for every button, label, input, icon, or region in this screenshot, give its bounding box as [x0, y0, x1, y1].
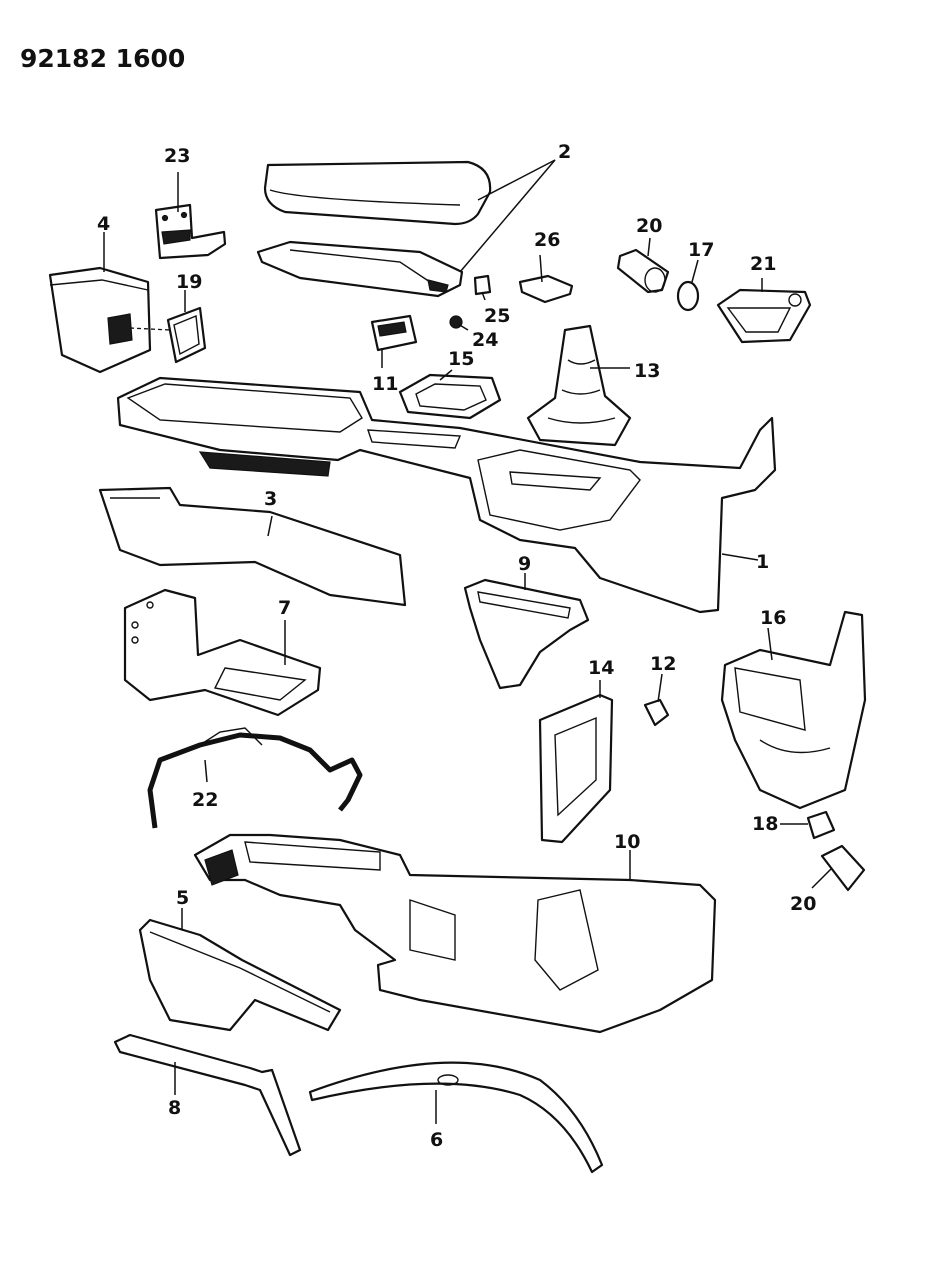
part-nut-24: [449, 315, 463, 329]
part-storage-bin: [48, 266, 171, 374]
callout-14: 14: [588, 657, 614, 679]
callout-22: 22: [192, 789, 218, 811]
callout-2: 2: [558, 141, 571, 163]
part-boot-ring: [398, 373, 502, 420]
part-lower-plug: [820, 844, 866, 892]
part-curved-molding: [308, 1061, 604, 1174]
part-ash-tray: [716, 288, 812, 344]
callout-6: 6: [430, 1129, 443, 1151]
callout-labels: 1 2 3 4 5 6 7 8 9 10 11 12 13 14 15 16 1…: [97, 141, 816, 1151]
part-console-base: [193, 833, 717, 1034]
callout-26: 26: [534, 229, 560, 251]
callout-13: 13: [634, 360, 660, 382]
callout-10: 10: [614, 831, 640, 853]
callout-21: 21: [750, 253, 776, 275]
part-trim-strip: [113, 1033, 302, 1157]
callout-23: 23: [164, 145, 190, 167]
callout-12: 12: [650, 653, 676, 675]
leader-lines: [103, 159, 833, 1124]
part-clip-18: [806, 810, 836, 840]
callout-16: 16: [760, 607, 786, 629]
callout-9: 9: [518, 553, 531, 575]
callout-18: 18: [752, 813, 778, 835]
part-clip-25: [473, 274, 492, 296]
part-lower-panel: [138, 918, 342, 1032]
callout-7: 7: [278, 597, 291, 619]
part-shift-boot: [526, 324, 632, 447]
part-cup-holder: [720, 610, 867, 810]
part-side-panel: [98, 486, 407, 607]
part-bracket-26: [518, 274, 574, 304]
part-console-top: [116, 376, 777, 614]
part-wiring-harness: [147, 727, 363, 829]
part-bracket-plate: [123, 588, 322, 717]
callout-24: 24: [472, 329, 498, 351]
part-armrest-lid: [256, 160, 492, 298]
part-switch: [370, 314, 418, 352]
part-side-bracket: [538, 693, 614, 844]
callout-17: 17: [688, 239, 714, 261]
callout-20-upper: 20: [636, 215, 662, 237]
callout-15: 15: [448, 348, 474, 370]
callout-11: 11: [372, 373, 398, 395]
callout-1: 1: [756, 551, 769, 573]
part-bezel: [166, 306, 207, 364]
part-lighter: [616, 248, 670, 294]
callout-5: 5: [176, 887, 189, 909]
callout-3: 3: [264, 488, 277, 510]
callout-8: 8: [168, 1097, 181, 1119]
callout-25: 25: [484, 305, 510, 327]
callout-4: 4: [97, 213, 110, 235]
part-clip-12: [643, 698, 670, 727]
callout-20-lower: 20: [790, 893, 816, 915]
part-hinge: [154, 203, 227, 260]
reference-code: 92182 1600: [20, 44, 186, 73]
part-shifter-bezel: [463, 578, 590, 690]
callout-19: 19: [176, 271, 202, 293]
part-ring: [676, 280, 700, 312]
